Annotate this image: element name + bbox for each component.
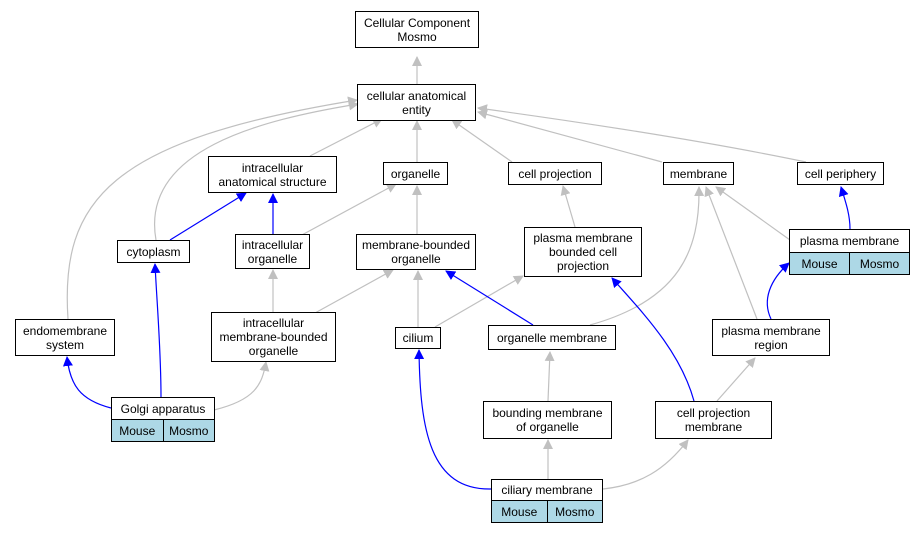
node-cellular-component-mosmo[interactable]: Cellular Component Mosmo (355, 11, 479, 48)
node-intracellular-membrane-bounded-organelle[interactable]: intracellular membrane-bounded organelle (211, 312, 336, 362)
edge-ciliary-to-cilium (414, 349, 492, 490)
edge-pmbcp-to-cellproj (560, 185, 576, 228)
edge-golgi-to-endo (62, 356, 112, 409)
edge-cpm-to-pmr (716, 357, 756, 402)
node-bounding-membrane-of-organelle[interactable]: bounding membrane of organelle (483, 401, 612, 439)
node-intracellular-anatomical-structure[interactable]: intracellular anatomical structure (208, 156, 337, 193)
node-cell-periphery[interactable]: cell periphery (797, 162, 884, 185)
edge-bmo-to-orgmem (544, 351, 555, 402)
tag-mouse[interactable]: Mouse (112, 420, 163, 441)
node-endomembrane-system[interactable]: endomembrane system (15, 319, 115, 356)
edge-cellper-to-cae (477, 104, 807, 163)
node-organelle-membrane[interactable]: organelle membrane (488, 325, 616, 350)
edge-cellproj-to-cae (451, 119, 513, 163)
edge-cilium-to-pmbcp (434, 275, 524, 328)
node-cytoplasm[interactable]: cytoplasm (117, 240, 190, 263)
node-plasma-membrane-bounded-cell-projection[interactable]: plasma membrane bounded cell projection (524, 227, 642, 277)
edge-pm-to-cellper (838, 186, 851, 230)
edge-pmr-to-membrane (704, 186, 758, 320)
edge-golgi-to-cytoplasm (150, 263, 162, 398)
node-organelle[interactable]: organelle (383, 162, 448, 185)
edge-cpm-to-pmbcp (611, 277, 695, 402)
node-golgi-apparatus[interactable]: Golgi apparatus (111, 397, 215, 420)
edge-intorg-to-organelle (299, 183, 397, 237)
edge-orgmem-to-membrane (589, 186, 705, 326)
edge-ias-to-cae (309, 118, 383, 157)
node-plasma-membrane[interactable]: plasma membrane (789, 229, 910, 253)
node-ciliary-membrane[interactable]: ciliary membrane (491, 479, 603, 501)
node-cell-projection[interactable]: cell projection (508, 162, 602, 185)
edge-cytoplasm-to-ias (169, 192, 247, 241)
edge-golgi-to-imbo (213, 361, 270, 411)
node-membrane-bounded-organelle[interactable]: membrane-bounded organelle (356, 234, 476, 270)
node-cellular-anatomical-entity[interactable]: cellular anatomical entity (357, 84, 476, 121)
edge-pmr-to-pm (766, 262, 790, 320)
tag-mosmo[interactable]: Mosmo (162, 420, 214, 441)
edge-pm-to-membrane (715, 186, 791, 241)
edge-imbo-to-mbo (314, 269, 394, 314)
edge-cytoplasm-to-cae (153, 100, 359, 241)
node-cilium[interactable]: cilium (395, 327, 441, 349)
edge-endo-to-cae (66, 96, 358, 320)
node-cell-projection-membrane[interactable]: cell projection membrane (655, 401, 772, 439)
edge-orgmem-to-mbo (445, 270, 534, 326)
tag-mosmo[interactable]: Mosmo (546, 501, 602, 522)
node-membrane[interactable]: membrane (663, 162, 734, 185)
node-plasma-membrane-region[interactable]: plasma membrane region (712, 319, 830, 356)
edge-ciliary-to-cpm (602, 439, 689, 490)
tag-mosmo[interactable]: Mosmo (849, 253, 909, 274)
edge-membrane-to-cae (477, 109, 663, 163)
tag-mouse[interactable]: Mouse (492, 501, 547, 522)
node-intracellular-organelle[interactable]: intracellular organelle (235, 234, 310, 269)
tag-mouse[interactable]: Mouse (790, 253, 849, 274)
